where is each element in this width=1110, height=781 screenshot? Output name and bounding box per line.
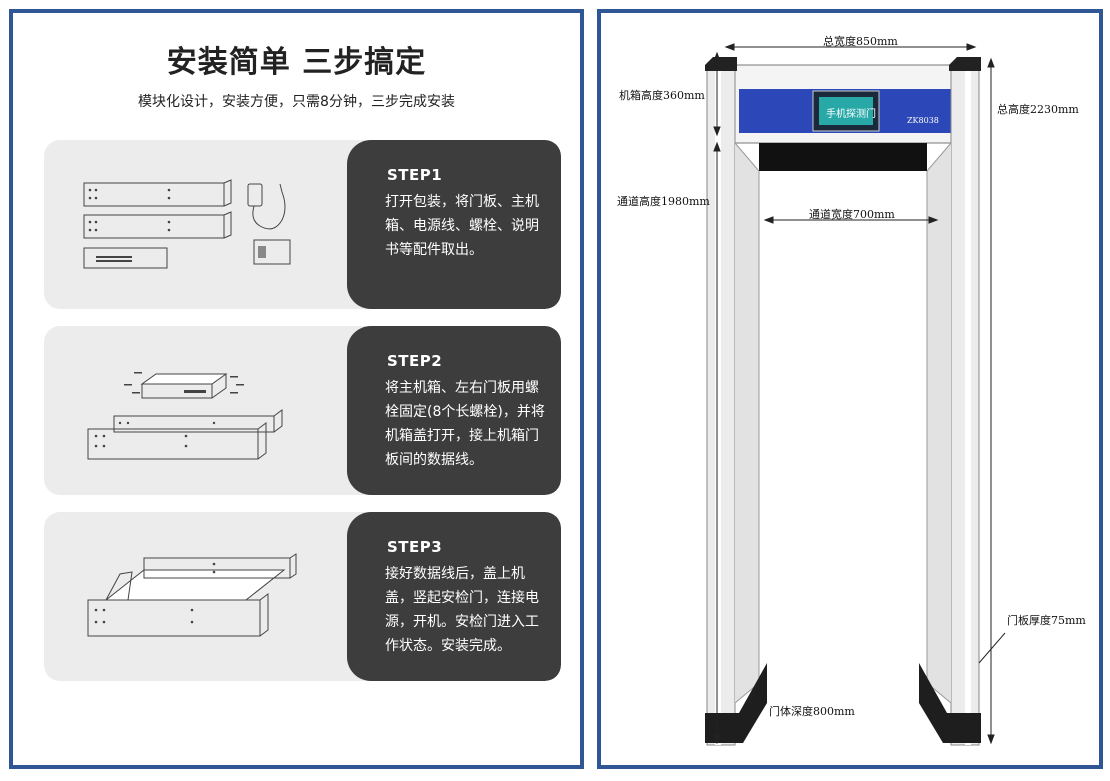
box-height-label: 机箱高度360mm — [619, 89, 705, 102]
walkthrough-gate-diagram — [705, 43, 1006, 746]
brand-logo-text: ZK8038 — [907, 116, 939, 125]
step-label: STEP3 — [387, 538, 443, 556]
step-card-2: STEP2 将主机箱、左右门板用螺栓固定(8个长螺栓)，并将机箱盖打开，接上机箱… — [44, 326, 561, 495]
channel-height-label: 通道高度1980mm — [617, 195, 710, 208]
gate-dimensions-panel: 手机探测门 ZK8038 总宽度850mm 机箱高度360mm 总高度2230m… — [597, 9, 1103, 769]
page-subtitle: 模块化设计，安装方便，只需8分钟，三步完成安装 — [138, 94, 455, 110]
installation-steps-panel: 安装简单 三步搞定 模块化设计，安装方便，只需8分钟，三步完成安装 — [9, 9, 584, 769]
door-depth-label: 门体深度800mm — [769, 705, 855, 718]
step-description-box: STEP1 打开包装，将门板、主机箱、电源线、螺栓、说明书等配件取出。 — [347, 140, 561, 309]
step-text: 打开包装，将门板、主机箱、电源线、螺栓、说明书等配件取出。 — [385, 194, 539, 258]
gate-sign: 手机探测门 — [826, 109, 876, 120]
step-text: 将主机箱、左右门板用螺栓固定(8个长螺栓)，并将机箱盖打开，接上机箱门板间的数据… — [385, 380, 545, 468]
step-description-box: STEP2 将主机箱、左右门板用螺栓固定(8个长螺栓)，并将机箱盖打开，接上机箱… — [347, 326, 561, 495]
step-label: STEP2 — [387, 352, 443, 370]
total-width-label: 总宽度850mm — [823, 35, 898, 48]
page-title: 安装简单 三步搞定 — [166, 45, 427, 80]
total-height-label: 总高度2230mm — [997, 103, 1079, 116]
finish-install-illustration — [87, 553, 297, 637]
step-text: 接好数据线后，盖上机盖，竖起安检门，连接电源，开机。安检门进入工作状态。安装完成… — [385, 566, 539, 654]
door-thickness-label: 门板厚度75mm — [1007, 614, 1086, 627]
channel-width-label: 通道宽度700mm — [809, 208, 895, 221]
unpack-parts-illustration — [83, 179, 291, 269]
step-card-3: STEP3 接好数据线后，盖上机盖，竖起安检门，连接电源，开机。安检门进入工作状… — [44, 512, 561, 681]
step-description-box: STEP3 接好数据线后，盖上机盖，竖起安检门，连接电源，开机。安检门进入工作状… — [347, 512, 561, 681]
step-label: STEP1 — [387, 166, 443, 184]
step-card-1: STEP1 打开包装，将门板、主机箱、电源线、螺栓、说明书等配件取出。 — [44, 140, 561, 309]
assemble-illustration — [87, 372, 283, 460]
